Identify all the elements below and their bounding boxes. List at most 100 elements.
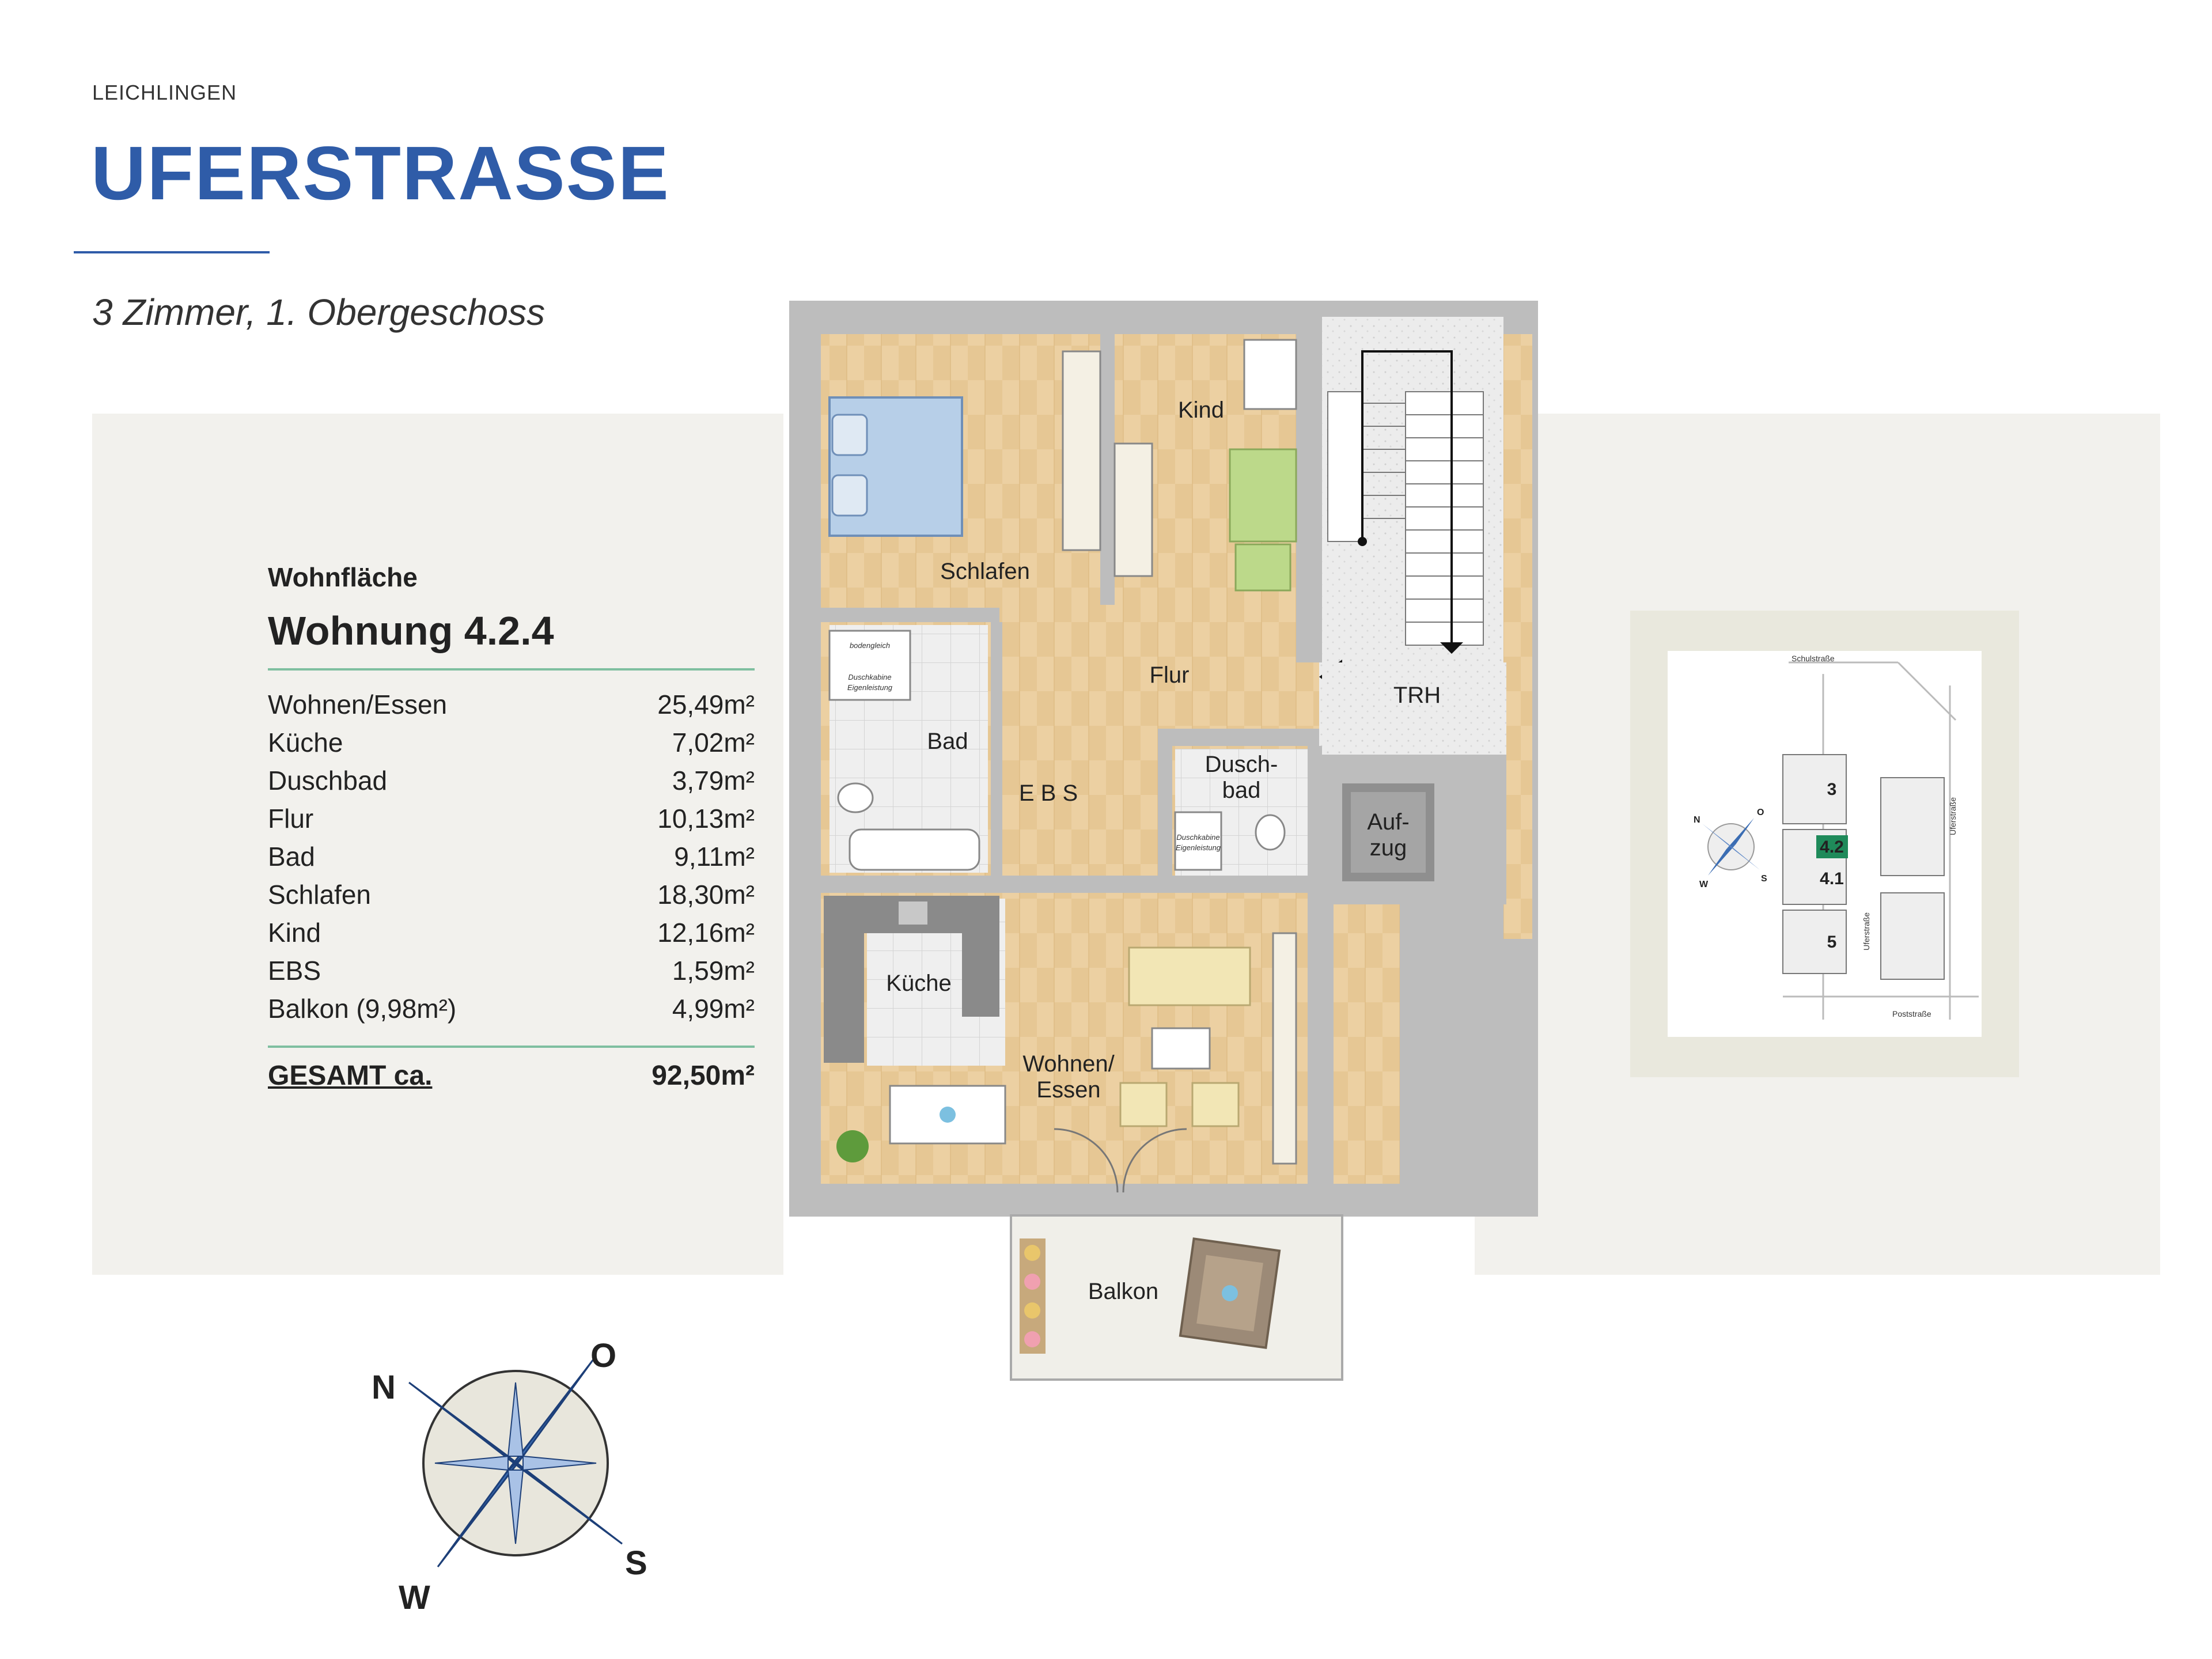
total-label: GESAMT ca. [268, 1060, 433, 1091]
area-row-label: Flur [268, 804, 314, 834]
building-label-5: 5 [1827, 933, 1837, 952]
sideboard [1272, 932, 1297, 1165]
room-label-aufzug-1: Auf- [1367, 809, 1409, 835]
area-row-value: 3,79m² [672, 766, 755, 796]
balcony-planters [1020, 1238, 1046, 1354]
dusch-cabin [1174, 811, 1222, 871]
area-row-value: 18,30m² [657, 880, 755, 910]
site-compass-o: O [1757, 808, 1764, 817]
area-row-value: 25,49m² [657, 690, 755, 719]
site-compass-icon [1702, 818, 1760, 876]
wardrobe [1062, 350, 1101, 551]
room-label-ebs: E B S [1019, 781, 1078, 806]
armchair-left [1119, 1082, 1168, 1127]
room-label-duschbad-2: bad [1222, 778, 1261, 803]
compass-rose: N O S W [357, 1313, 680, 1616]
compass-s: S [625, 1544, 647, 1582]
staircase [1327, 350, 1484, 654]
compass-w: W [399, 1579, 430, 1616]
street-uferstrasse-right: Uferstraße [1948, 797, 1957, 835]
site-compass-w: W [1699, 880, 1709, 889]
wardrobe-kind [1113, 442, 1153, 577]
area-row: Wohnen/Essen 25,49m² [268, 685, 755, 724]
balcony [1010, 1214, 1343, 1381]
elevator-cabin [1351, 792, 1426, 873]
area-table: Wohnen/Essen 25,49m² Küche 7,02m² Duschbad… [268, 685, 755, 1028]
compass-o: O [590, 1337, 617, 1374]
building-label-4-1: 4.1 [1820, 869, 1844, 888]
location-label: LEICHLINGEN [92, 81, 237, 104]
area-row-label: Schlafen [268, 880, 372, 910]
building-label-3: 3 [1827, 780, 1837, 799]
double-bed [828, 396, 963, 537]
room-label-wohnen-2: Essen [1036, 1077, 1100, 1103]
plant-icon [836, 1130, 869, 1162]
balcony-doors [1054, 1128, 1187, 1193]
room-label-trh: TRH [1393, 683, 1441, 708]
site-compass-n: N [1694, 815, 1700, 825]
site-compass-s: S [1761, 874, 1767, 884]
area-row-value: 12,16m² [657, 918, 755, 948]
note-duschkabine-2: Eigenleistung [847, 683, 893, 692]
duschbad-toilet [1255, 814, 1286, 851]
street-schulstrasse: Schulstraße [1791, 654, 1835, 663]
coffee-table [1151, 1027, 1211, 1070]
bathtub [849, 828, 980, 871]
toilet [837, 782, 874, 813]
street-poststrasse: Poststraße [1892, 1009, 1931, 1018]
note-duschkabine-1: Duschkabine [848, 673, 891, 681]
total-value: 92,50m² [652, 1060, 755, 1091]
area-row: Bad 9,11m² [268, 838, 755, 876]
area-row-label: Balkon (9,98m²) [268, 994, 457, 1024]
area-row: Balkon (9,98m²) 4,99m² [268, 990, 755, 1028]
note-dusch-cabin-2: Eigenleistung [1176, 843, 1221, 852]
area-row-label: Wohnen/Essen [268, 690, 448, 719]
site-map-canvas: Schulstraße Uferstraße Uferstraße Postst… [1668, 651, 1982, 1037]
area-row: Duschbad 3,79m² [268, 762, 755, 800]
area-row-label: Kind [268, 918, 321, 948]
building-label-4-2: 4.2 [1820, 838, 1844, 857]
site-map-drawing: Schulstraße Uferstraße Uferstraße Postst… [1668, 651, 1982, 1037]
area-row: Kind 12,16m² [268, 914, 755, 952]
site-map: Schulstraße Uferstraße Uferstraße Postst… [1630, 611, 2019, 1077]
single-bed [1229, 448, 1297, 592]
area-row-value: 1,59m² [672, 956, 755, 986]
divider-bottom [268, 1046, 755, 1048]
sofa [1128, 946, 1251, 1006]
unit-title: Wohnung 4.2.4 [268, 608, 554, 653]
area-row: EBS 1,59m² [268, 952, 755, 990]
area-row-label: EBS [268, 956, 321, 986]
room-label-balkon: Balkon [1088, 1279, 1158, 1304]
room-label-schlafen: Schlafen [940, 559, 1030, 584]
room-label-aufzug-2: zug [1370, 835, 1407, 861]
room-label-kind: Kind [1178, 397, 1224, 423]
area-row-label: Bad [268, 842, 315, 872]
note-bodengleich: bodengleich [850, 641, 890, 650]
room-label-kueche: Küche [886, 971, 951, 996]
kitchen-counter [824, 896, 999, 1063]
title-divider [74, 251, 270, 253]
area-row-value: 7,02m² [672, 728, 755, 757]
note-dusch-cabin-1: Duschkabine [1176, 833, 1219, 842]
area-row-label: Küche [268, 728, 343, 757]
section-label: Wohnfläche [268, 562, 418, 592]
area-row-value: 4,99m² [672, 994, 755, 1024]
area-row-value: 9,11m² [674, 842, 755, 872]
page-title: UFERSTRASSE [91, 131, 670, 215]
background-panel-left [92, 414, 783, 1275]
page-subtitle: 3 Zimmer, 1. Obergeschoss [92, 291, 546, 333]
neighbor-floor [1503, 334, 1532, 939]
street-uferstrasse-mid: Uferstraße [1862, 912, 1871, 950]
area-row: Flur 10,13m² [268, 800, 755, 838]
room-label-flur: Flur [1150, 662, 1190, 688]
area-row-value: 10,13m² [657, 804, 755, 834]
divider-top [268, 668, 755, 671]
area-row: Schlafen 18,30m² [268, 876, 755, 914]
room-label-wohnen-1: Wohnen/ [1022, 1051, 1115, 1077]
desk [1243, 339, 1297, 410]
dining-table [889, 1085, 1006, 1145]
area-row-label: Duschbad [268, 766, 388, 796]
balcony-table [1179, 1237, 1281, 1349]
shower [828, 630, 911, 701]
area-row: Küche 7,02m² [268, 724, 755, 762]
